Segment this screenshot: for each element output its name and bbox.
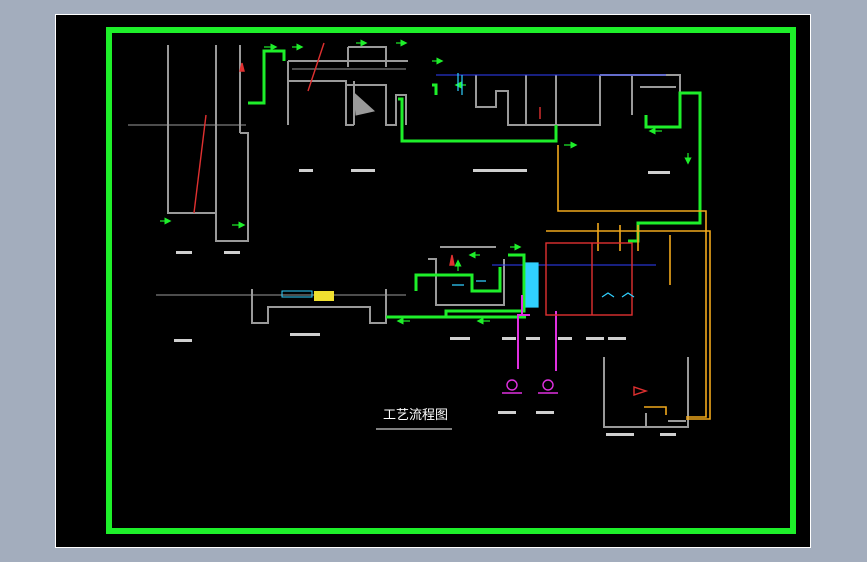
component-labels	[174, 169, 676, 436]
ground-lines	[128, 68, 406, 296]
secondary-structures	[251, 246, 689, 428]
coarse-screen-well	[167, 45, 249, 242]
drawing-sheet: 工艺流程图	[55, 14, 811, 548]
drawing-title: 工艺流程图	[383, 408, 448, 423]
water-level-lines	[436, 74, 666, 266]
bioreactor-tanks	[475, 74, 681, 127]
drawing-border	[106, 27, 796, 534]
process-flow-diagram: 工艺流程图	[128, 39, 711, 436]
grit-chamber	[287, 46, 408, 126]
pump-icon	[502, 379, 558, 394]
water-flow-arrows	[160, 39, 692, 325]
chemical-dosing-lines	[517, 295, 557, 371]
red-equipment	[193, 42, 649, 396]
air-flow-lines	[546, 145, 711, 420]
mixer-icon	[452, 73, 635, 308]
screening-equipment	[281, 290, 334, 301]
